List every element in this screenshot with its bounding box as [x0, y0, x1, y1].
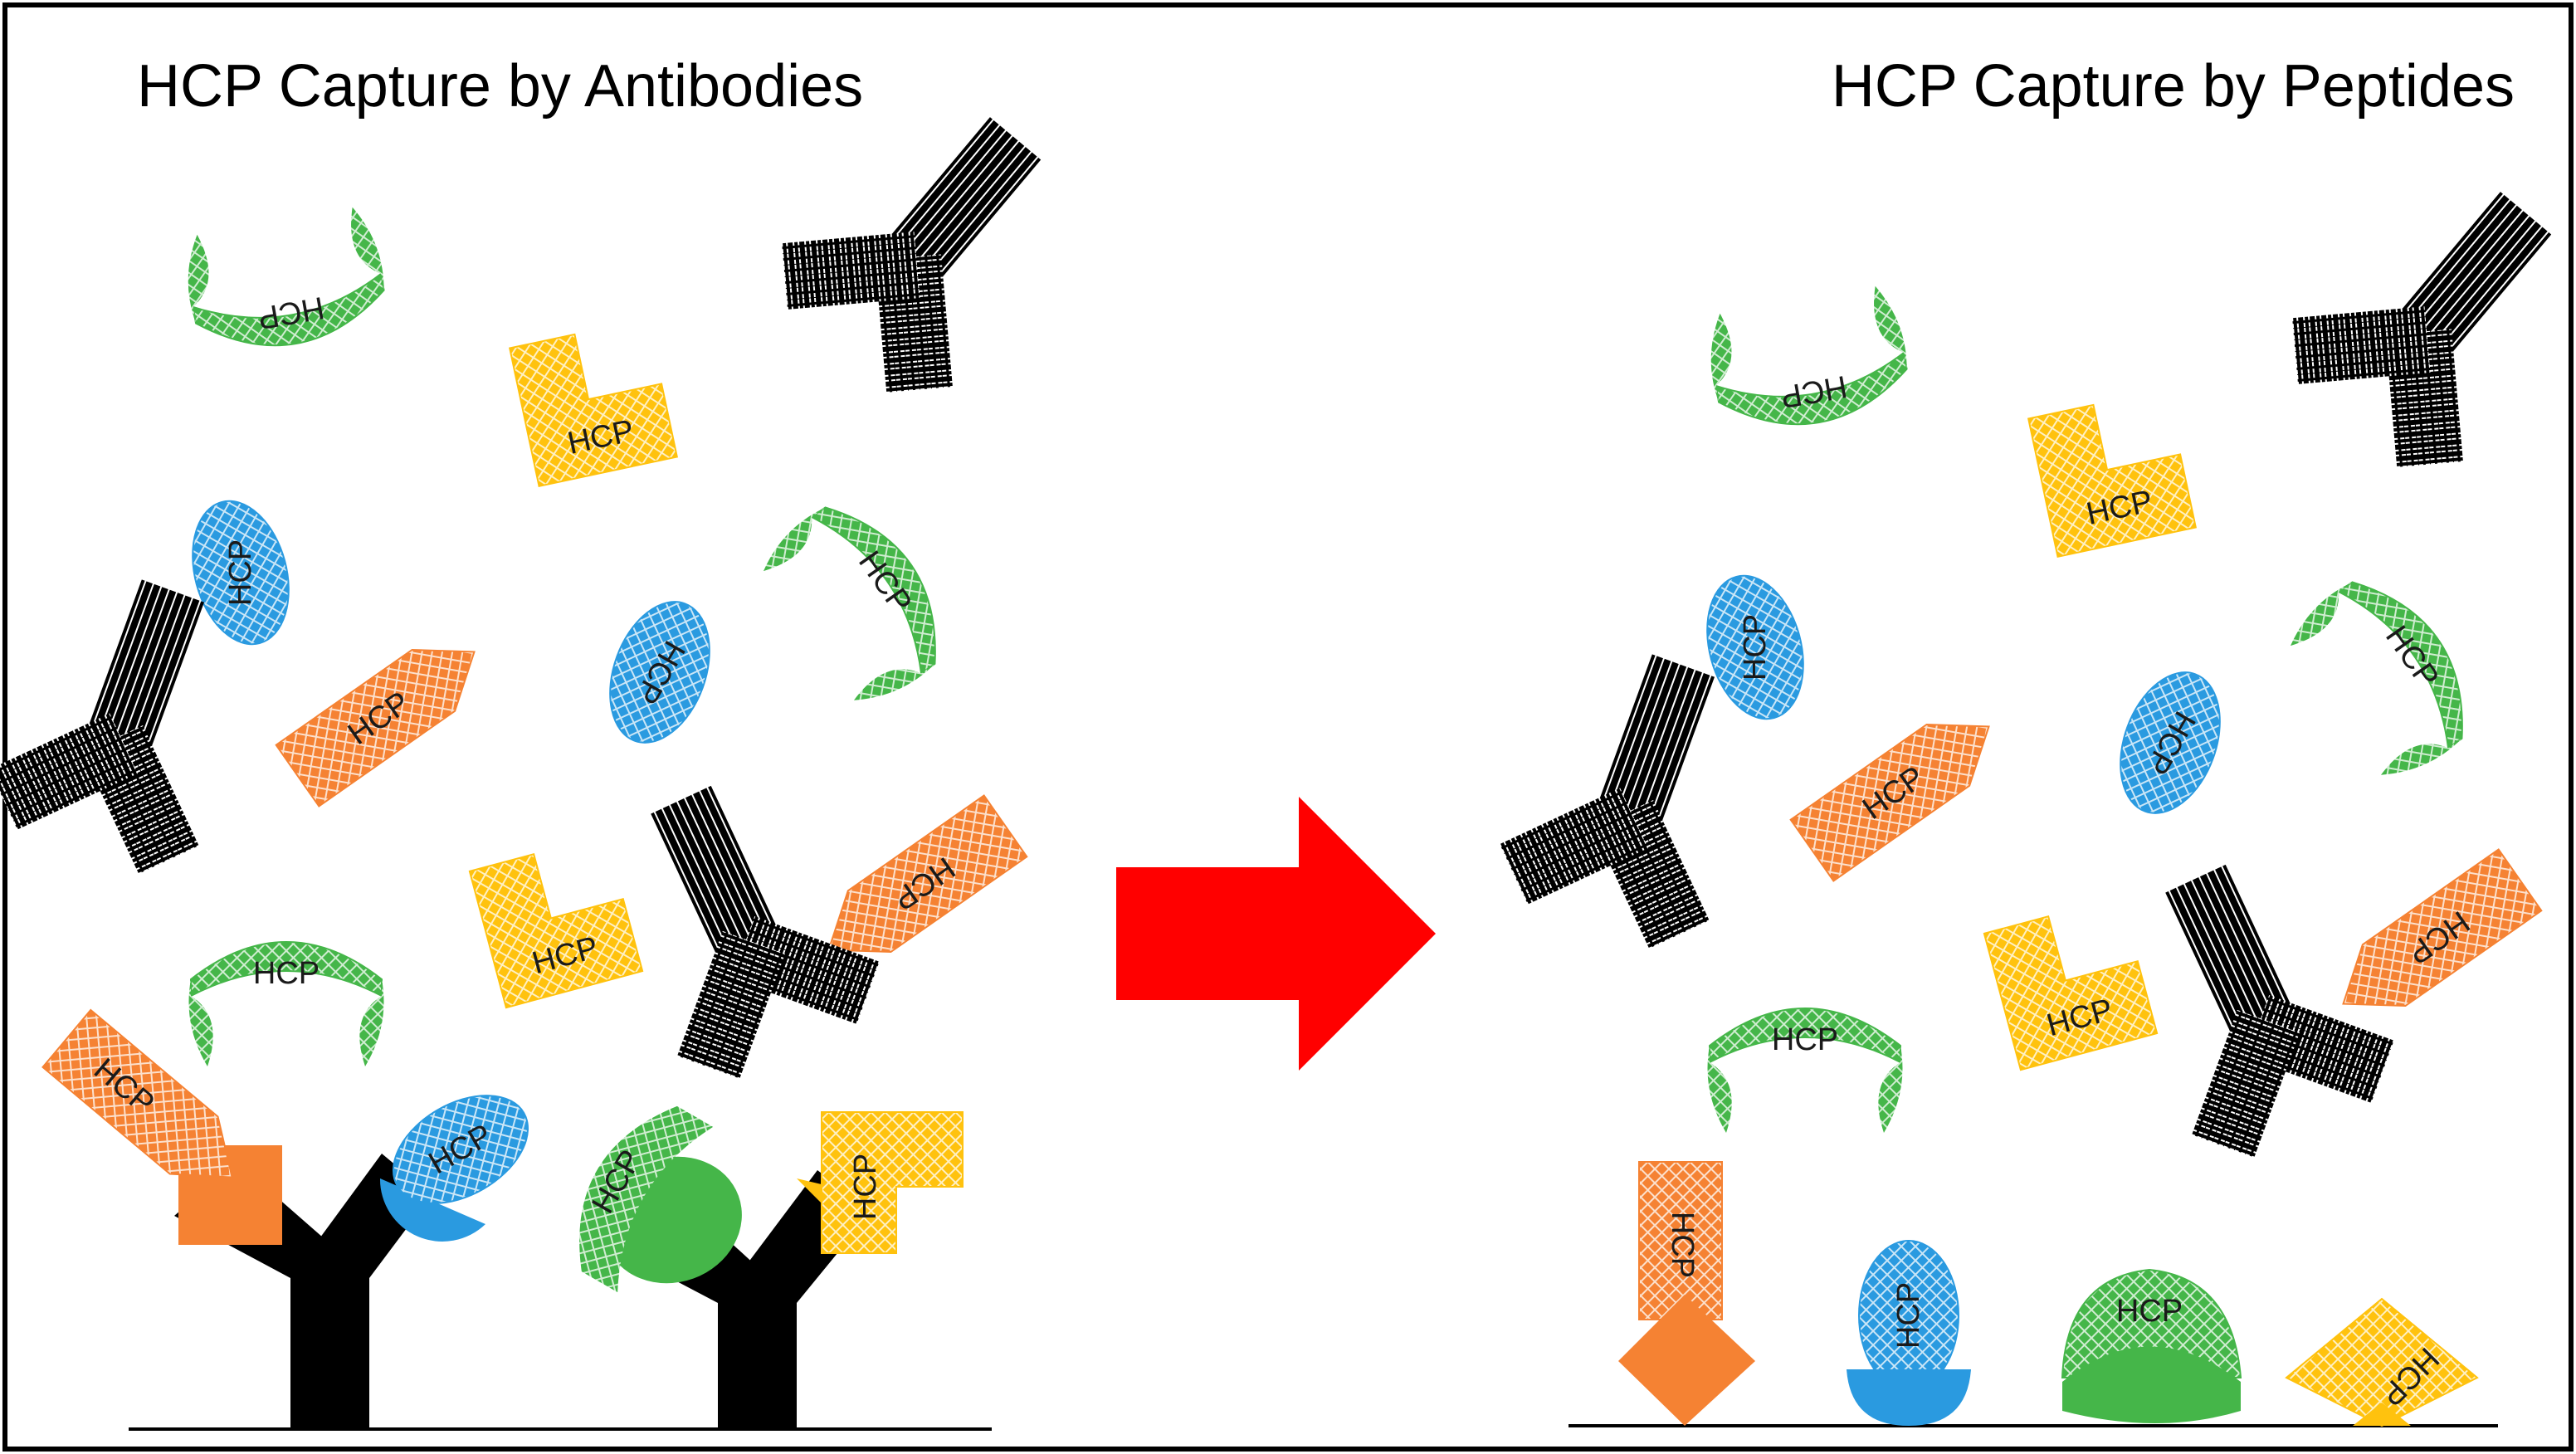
- peptide-capture-green: HCP: [2061, 1268, 2242, 1423]
- hcp-orange-free: HCP: [1789, 695, 2012, 882]
- hcp-label: HCP: [2116, 1294, 2183, 1329]
- hcp-label: HCP: [1738, 614, 1773, 681]
- hcp-green-free: HCP: [188, 941, 385, 1067]
- hcp-blue-bound: HCP: [392, 1095, 529, 1204]
- left-title: HCP Capture by Antibodies: [137, 53, 863, 120]
- hcp-label: HCP: [1891, 1282, 1926, 1349]
- immobilized-antibody: [174, 1145, 485, 1429]
- right-title: HCP Capture by Peptides: [1832, 53, 2515, 120]
- peptide-capture-yellow: HCP: [2285, 1297, 2479, 1427]
- hcp-label: HCP: [253, 956, 320, 991]
- hcp-blue-free: HCP: [2101, 657, 2239, 828]
- left-panel: HCP HCP HCP HCP HCP HCP HCP HCP: [0, 66, 1101, 1431]
- hcp-green-free: HCP: [2279, 558, 2495, 792]
- antibody-free: [2261, 141, 2576, 498]
- hcp-blue-free: HCP: [177, 489, 305, 656]
- hcp-yellow-free: HCP: [2027, 388, 2197, 558]
- right-panel: HCP HCP HCP HCP HCP HCP HCP: [1483, 141, 2576, 1427]
- hcp-green-free: HCP: [752, 483, 968, 717]
- antibody-free: [751, 66, 1101, 423]
- hcp-yellow-free: HCP: [468, 833, 644, 1009]
- hcp-orange-free: HCP: [275, 620, 497, 808]
- hcp-orange-bound: HCP: [41, 1008, 257, 1208]
- hcp-yellow-free: HCP: [509, 318, 678, 487]
- hcp-label: HCP: [1665, 1212, 1700, 1278]
- hcp-yellow-bound: HCP: [821, 1111, 964, 1254]
- hcp-green-free: HCP: [1706, 1008, 1904, 1134]
- hcp-green-free: HCP: [178, 202, 393, 362]
- hcp-yellow-free: HCP: [1983, 895, 2159, 1071]
- hcp-label: HCP: [848, 1154, 883, 1220]
- hcp-label: HCP: [223, 539, 258, 606]
- hcp-orange-free: HCP: [2320, 848, 2543, 1036]
- hcp-label: HCP: [1772, 1022, 1838, 1057]
- hcp-green-free: HCP: [1700, 281, 1916, 441]
- hcp-blue-free: HCP: [591, 587, 729, 758]
- hcp-blue-free: HCP: [1691, 564, 1819, 731]
- peptide-capture-orange: HCP: [1618, 1161, 1755, 1426]
- peptide-capture-blue: HCP: [1847, 1240, 1971, 1426]
- transition-arrow: [1116, 797, 1436, 1071]
- hcp-orange-free: HCP: [806, 794, 1028, 982]
- hcp-green-bound: HCP: [579, 1105, 714, 1293]
